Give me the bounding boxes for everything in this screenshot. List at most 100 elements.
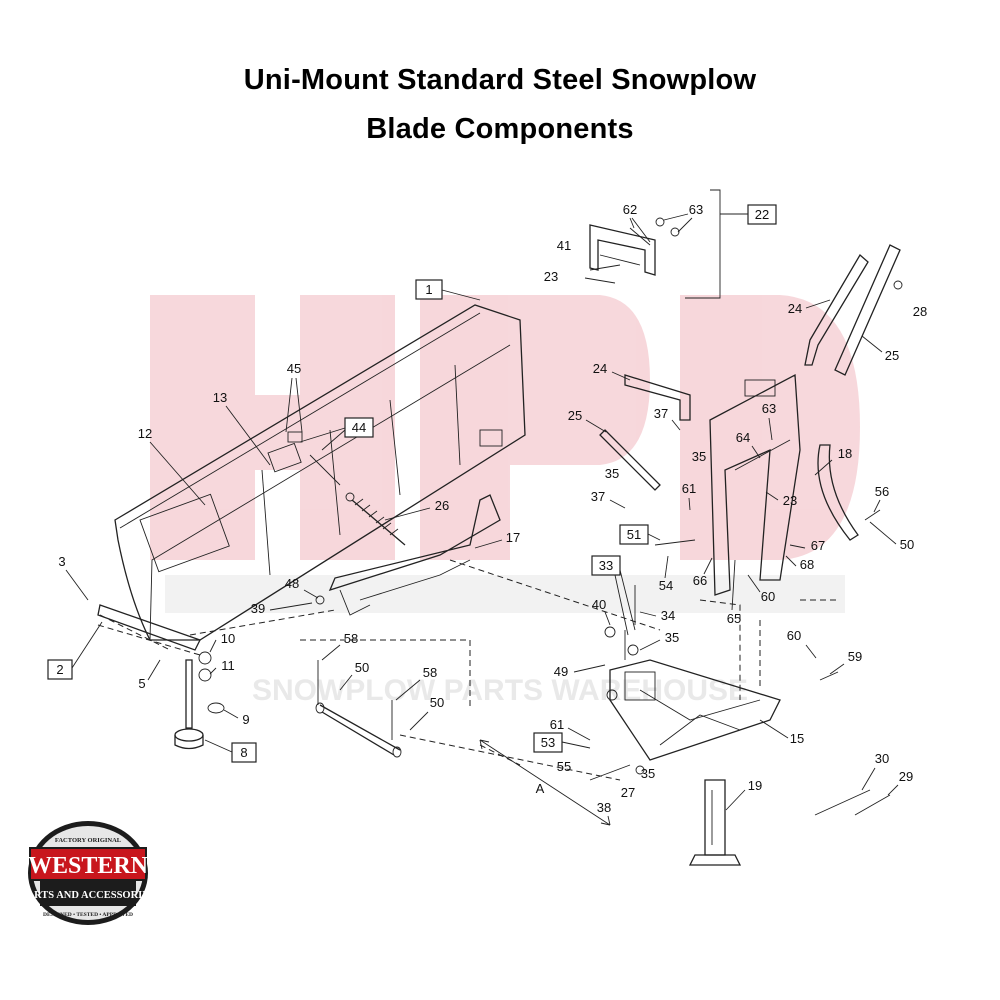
callout-13: 13 [213,390,227,405]
western-logo: WESTERN PARTS AND ACCESSORIES FACTORY OR… [21,821,155,925]
callout-23b: 23 [783,493,797,508]
callout-38: 38 [597,800,611,815]
callout-39: 39 [251,601,265,616]
callout-18: 18 [838,446,852,461]
callout-58b: 58 [423,665,437,680]
callout-53: 53 [541,735,555,750]
callout-24b: 24 [593,361,607,376]
callout-45: 45 [287,361,301,376]
spring [345,492,406,546]
logo-subtitle: PARTS AND ACCESSORIES [21,890,155,901]
callout-50c: 50 [900,537,914,552]
callout-24a: 24 [788,301,802,316]
callout-box-22 [747,204,777,225]
jack-stand [688,779,742,866]
logo-brand: WESTERN [28,853,149,879]
a-frame-bracket [328,494,501,616]
callout-61b: 61 [550,717,564,732]
callout-1: 1 [425,282,432,297]
callout-35b: 35 [605,466,619,481]
callout-41: 41 [557,238,571,253]
callout-50a: 50 [355,660,369,675]
callout-40: 40 [592,597,606,612]
logo-top-arc: FACTORY ORIGINAL [55,837,122,844]
callout-box-33 [591,555,621,576]
callout-44: 44 [352,420,366,435]
hardware [269,217,903,781]
callout-27: 27 [621,785,635,800]
callout-2: 2 [56,662,63,677]
callout-37a: 37 [654,406,668,421]
callout-58a: 58 [344,631,358,646]
callout-33: 33 [599,558,613,573]
diagram-title-line-1: Uni-Mount Standard Steel Snowplow [243,64,757,96]
dimension-a [479,739,611,826]
callout-35a: 35 [692,449,706,464]
callout-box-8 [231,742,257,763]
callout-56: 56 [875,484,889,499]
assembly-dashes [97,559,840,781]
diagram-title-line-2: Blade Components [366,113,634,145]
callout-50b: 50 [430,695,444,710]
callout-64: 64 [736,430,750,445]
callout-51: 51 [627,527,641,542]
logo-bottom-arc: DESIGNED • TESTED • APPROVED [43,912,133,918]
callout-61a: 61 [682,481,696,496]
callout-49: 49 [554,664,568,679]
callout-11: 11 [221,658,235,673]
cutting-edge [97,604,201,651]
blade-moldboard [114,304,526,641]
callout-59: 59 [848,649,862,664]
callout-66: 66 [693,573,707,588]
link-bracket-24 [624,374,691,421]
callout-34: 34 [661,608,675,623]
callout-48: 48 [285,576,299,591]
callout-65: 65 [727,611,741,626]
callout-25a: 25 [885,348,899,363]
callout-63b: 63 [762,401,776,416]
callout-8: 8 [240,745,247,760]
callout-23a: 23 [544,269,558,284]
link-arm-25 [599,429,661,491]
callout-box-53 [533,732,563,753]
pins-29-30 [814,789,891,816]
callout-17: 17 [506,530,520,545]
callout-62: 62 [623,202,637,217]
callout-10: 10 [221,631,235,646]
callout-19: 19 [748,778,762,793]
callout-54: 54 [659,578,673,593]
callout-5: 5 [138,676,145,691]
callout-35d: 35 [641,766,655,781]
callout-55: 55 [557,759,571,774]
eyebolt [309,454,341,486]
callout-63a: 63 [689,202,703,217]
callout-3: 3 [58,554,65,569]
callout-30: 30 [875,751,889,766]
callout-26: 26 [435,498,449,513]
callout-60b: 60 [787,628,801,643]
shoe [174,659,204,750]
callout-12: 12 [138,426,152,441]
watermark: SNOWPLOW PARTS WAREHOUSE [150,295,860,707]
callout-9: 9 [242,712,249,727]
lift-arms [804,244,901,376]
watermark-subtitle: SNOWPLOW PARTS WAREHOUSE [252,674,748,707]
callout-37b: 37 [591,489,605,504]
callout-box-2 [47,659,73,680]
dimension-a-label: A [536,781,545,796]
callout-box-44 [344,417,374,438]
callout-68: 68 [800,557,814,572]
callout-box-1 [415,279,443,300]
callout-29: 29 [899,769,913,784]
upright-frame [709,373,859,596]
callout-60a: 60 [761,589,775,604]
callout-28: 28 [913,304,927,319]
bracket-assembly [589,189,721,299]
callout-35c: 35 [665,630,679,645]
callout-67: 67 [811,538,825,553]
callout-22: 22 [755,207,769,222]
callout-25b: 25 [568,408,582,423]
hinge-pin-tube [315,660,402,758]
callout-15: 15 [790,731,804,746]
